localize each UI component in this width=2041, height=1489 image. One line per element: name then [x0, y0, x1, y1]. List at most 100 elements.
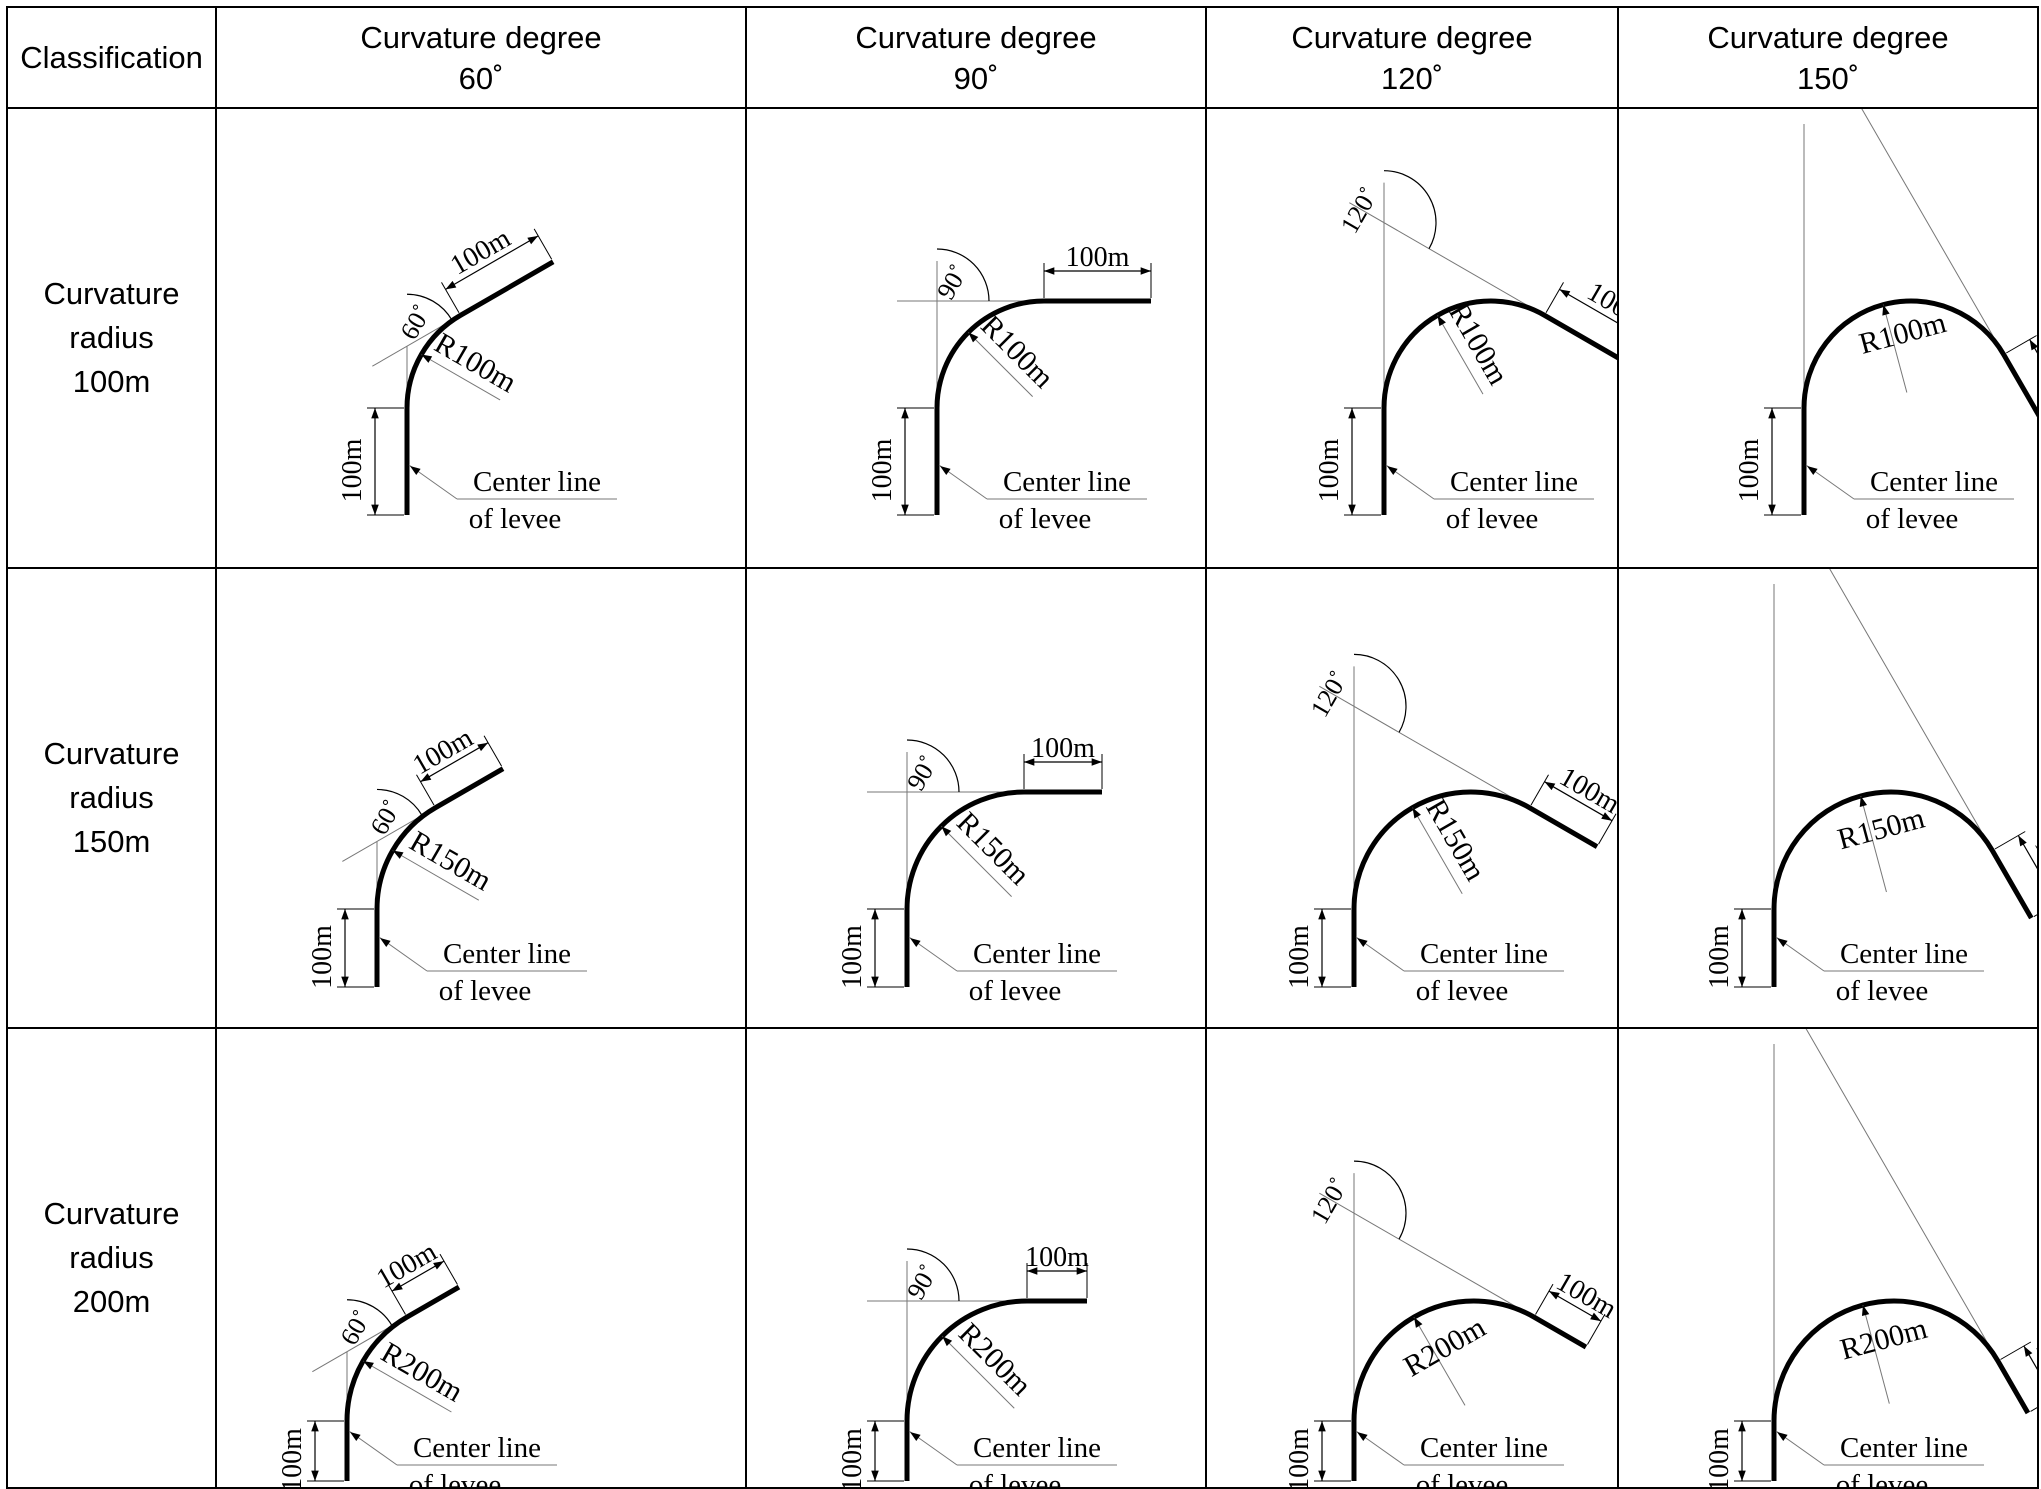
radius-arrow — [941, 826, 952, 837]
tangent-dim-label: 100m — [1551, 1266, 1617, 1325]
radius-arrow — [942, 1336, 953, 1347]
radius-arrow — [1859, 795, 1868, 807]
dim-arrow — [1348, 408, 1356, 419]
col-degree: 90˚ — [953, 60, 999, 96]
dim-extension-line — [1545, 282, 1564, 313]
center-line-label: Center line — [473, 466, 601, 498]
dim-arrow — [1738, 1470, 1746, 1481]
straight-dim-label: 100m — [1704, 1428, 1735, 1487]
straight-dim-label: 100m — [1284, 1428, 1315, 1487]
radius-arrow — [421, 354, 433, 363]
col-degree: 150˚ — [1796, 60, 1860, 96]
radius-arrow — [1412, 807, 1421, 819]
radius-arrow — [1437, 315, 1446, 327]
construction-line — [1319, 1192, 1543, 1323]
radius-leader — [421, 354, 501, 401]
dim-arrow — [371, 504, 379, 515]
dim-arrow — [1601, 812, 1613, 821]
radius-leader — [1862, 1304, 1890, 1404]
dim-extension-line — [439, 1253, 458, 1285]
construction-line — [1829, 569, 1998, 860]
angle-arc — [1353, 653, 1407, 733]
dim-arrow — [1590, 1312, 1601, 1322]
construction-line — [1319, 685, 1539, 814]
tangent-dim-label: 100m — [408, 722, 479, 781]
radius-label: R150m — [1834, 801, 1928, 856]
of-levee-label: of levee — [409, 1469, 502, 1487]
angle-label: 60˚ — [334, 1305, 376, 1350]
dim-line — [2017, 835, 2037, 870]
dim-extension-line — [387, 1283, 406, 1315]
straight-dim-label: 100m — [337, 438, 368, 502]
straight-dim-label: 100m — [867, 438, 898, 502]
note-arrow — [410, 466, 421, 476]
angle-arc — [406, 293, 453, 321]
straight-dim-label: 100m — [277, 1428, 308, 1487]
row-label-line: radius — [69, 1240, 154, 1275]
dim-arrow — [2029, 339, 2037, 351]
dim-arrow — [1076, 1267, 1087, 1275]
dim-arrow — [1027, 1267, 1038, 1275]
dim-extension-line — [533, 228, 553, 260]
note-arrow — [1807, 466, 1818, 476]
straight-dim-label: 100m — [1704, 925, 1735, 989]
angle-arc — [906, 1248, 960, 1302]
straight-dim-label: 100m — [837, 1428, 868, 1487]
radius-label: R100m — [1442, 297, 1515, 390]
radius-leader — [941, 1335, 1015, 1409]
row-label-r200: Curvature radius 200m — [6, 1027, 217, 1489]
tangent-dim-label: 100m — [1025, 1242, 1089, 1273]
classification-label: Classification — [20, 40, 203, 75]
center-line-label: Center line — [1420, 1432, 1548, 1464]
col-title: Curvature degree — [1291, 19, 1533, 55]
straight-dim-label: 100m — [1284, 925, 1315, 989]
row-label-line: Curvature — [43, 276, 180, 311]
radius-label: R100m — [429, 327, 522, 400]
of-levee-label: of levee — [969, 1469, 1062, 1487]
radius-leader — [362, 1360, 452, 1413]
radius-label: R200m — [1837, 1312, 1931, 1367]
center-line-label: Center line — [1840, 938, 1968, 970]
tangent-dim-label: 100m — [1582, 276, 1617, 335]
row-label-line: 100m — [72, 364, 151, 399]
dim-arrow — [1024, 758, 1035, 766]
dim-arrow — [1318, 1470, 1326, 1481]
tangent-dim-label: 100m — [371, 1236, 442, 1295]
straight-dim-label: 100m — [837, 925, 868, 989]
radius-arrow — [392, 850, 404, 859]
dim-arrow — [901, 408, 909, 419]
angle-label: 120˚ — [1335, 183, 1384, 239]
tangent-dim-label: 100m — [1066, 242, 1130, 273]
dim-line — [1544, 781, 1613, 822]
radius-leader — [1882, 304, 1908, 393]
row-label-r100: Curvature radius 100m — [6, 107, 217, 569]
note-arrow — [910, 938, 921, 948]
radius-arrow — [1414, 1317, 1423, 1328]
angle-arc — [936, 248, 990, 302]
note-arrow — [940, 466, 951, 476]
construction-line — [1349, 202, 1554, 321]
construction-line — [1805, 1029, 2004, 1370]
angle-arc — [346, 1299, 393, 1327]
radius-label: R200m — [375, 1336, 468, 1409]
angle-arc — [1383, 170, 1437, 249]
note-arrow — [910, 1432, 921, 1442]
dim-arrow — [2018, 835, 2027, 847]
angle-label: 120˚ — [1305, 666, 1354, 722]
center-line-label: Center line — [1870, 466, 1998, 498]
of-levee-label: of levee — [1416, 975, 1509, 1007]
dim-arrow — [871, 1421, 879, 1432]
dim-arrow — [1318, 976, 1326, 987]
